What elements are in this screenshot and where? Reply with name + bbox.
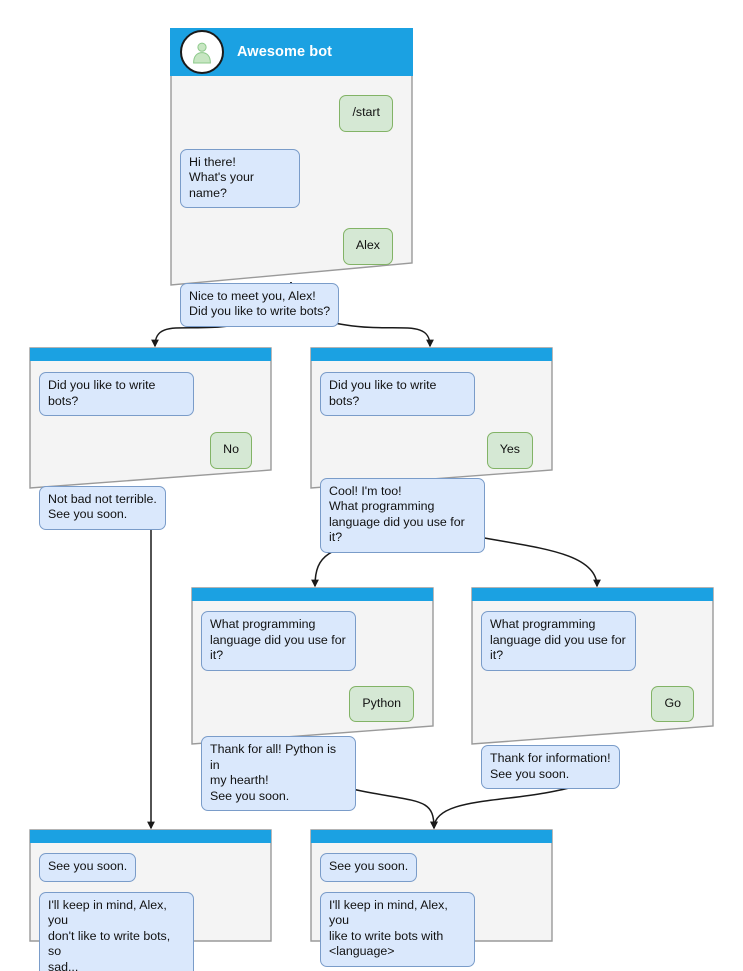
message-user: /start — [339, 95, 393, 132]
node-start[interactable]: Awesome bot /start Hi there! What's your… — [170, 28, 413, 327]
message-bot: Did you like to write bots? — [320, 372, 475, 416]
message-bot: Thank for all! Python is in my hearth! S… — [201, 736, 356, 811]
message-bot: Cool! I'm too! What programming language… — [320, 477, 485, 553]
node-answer-no-chat: Did you like to write bots? No Not bad n… — [29, 360, 272, 530]
node-end-happy[interactable]: See you soon. I'll keep in mind, Alex, y… — [310, 829, 553, 967]
node-end-happy-chat: See you soon. I'll keep in mind, Alex, y… — [310, 842, 553, 967]
message-bot: See you soon. — [39, 853, 137, 882]
message-bot: Did you like to write bots? — [39, 372, 194, 416]
message-user: Alex — [342, 228, 393, 265]
message-bot: Hi there! What's your name? — [180, 148, 300, 208]
message-bot: What programming language did you use fo… — [201, 611, 356, 671]
message-user: Go — [651, 685, 694, 722]
node-lang-go-chat: What programming language did you use fo… — [471, 600, 714, 789]
node-answer-yes-chat: Did you like to write bots? Yes Cool! I'… — [310, 360, 553, 553]
message-bot: See you soon. — [320, 853, 418, 882]
node-end-sad[interactable]: See you soon. I'll keep in mind, Alex, y… — [29, 829, 272, 971]
node-lang-go[interactable]: What programming language did you use fo… — [471, 587, 714, 789]
message-bot: What programming language did you use fo… — [481, 611, 636, 671]
message-user: Yes — [486, 432, 533, 469]
message-bot: I'll keep in mind, Alex, you don't like … — [39, 891, 194, 971]
message-bot: I'll keep in mind, Alex, you like to wri… — [320, 891, 475, 967]
message-bot: Nice to meet you, Alex! Did you like to … — [180, 282, 340, 327]
person-avatar-icon — [180, 30, 224, 74]
node-lang-python-chat: What programming language did you use fo… — [191, 600, 434, 811]
node-end-sad-chat: See you soon. I'll keep in mind, Alex, y… — [29, 842, 272, 971]
node-start-chat: /start Hi there! What's your name? Alex … — [170, 76, 413, 327]
message-bot: Not bad not terrible. See you soon. — [39, 485, 166, 530]
node-start-title: Awesome bot — [237, 44, 333, 60]
node-answer-yes[interactable]: Did you like to write bots? Yes Cool! I'… — [310, 347, 553, 553]
message-user: No — [210, 432, 252, 469]
node-lang-python[interactable]: What programming language did you use fo… — [191, 587, 434, 811]
message-user: Python — [349, 685, 414, 722]
message-bot: Thank for information! See you soon. — [481, 745, 620, 789]
node-start-titlebar: Awesome bot — [170, 28, 413, 76]
node-answer-no[interactable]: Did you like to write bots? No Not bad n… — [29, 347, 272, 530]
